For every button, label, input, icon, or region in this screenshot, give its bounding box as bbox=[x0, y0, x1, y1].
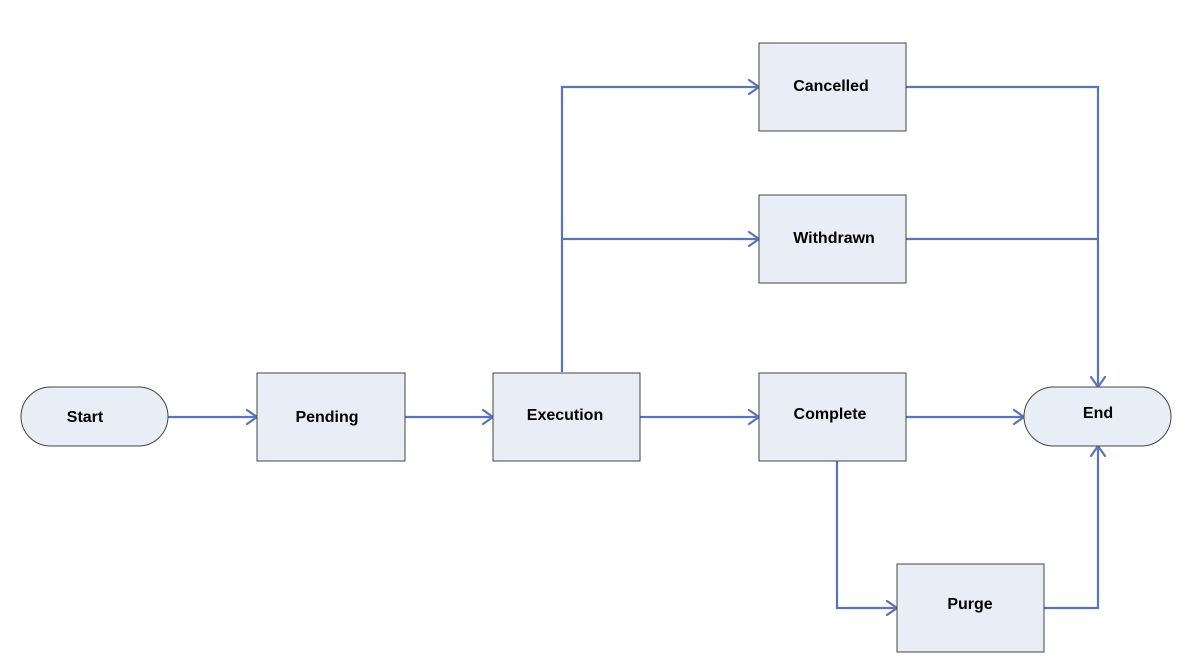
node-complete-shape bbox=[758, 372, 907, 462]
node-pending[interactable]: Pending bbox=[256, 372, 406, 462]
node-withdrawn[interactable]: Withdrawn bbox=[758, 194, 907, 284]
edge-complete-purge bbox=[835, 461, 896, 610]
node-execution[interactable]: Execution bbox=[492, 372, 641, 462]
node-complete-label: Complete bbox=[794, 406, 867, 423]
node-purge-label: Purge bbox=[947, 596, 992, 613]
node-execution-shape bbox=[492, 372, 641, 462]
node-pending-shape bbox=[256, 372, 406, 462]
node-start-label: Start bbox=[67, 409, 104, 426]
node-withdrawn-label: Withdrawn bbox=[793, 230, 875, 247]
edge-execution-cancelled bbox=[560, 85, 758, 372]
node-complete[interactable]: Complete bbox=[758, 372, 907, 462]
node-start[interactable]: Start bbox=[20, 386, 169, 447]
edge-cancelled-end bbox=[906, 85, 1100, 386]
node-pending-label: Pending bbox=[295, 409, 358, 426]
node-end[interactable]: End bbox=[1023, 386, 1172, 447]
node-end-label: End bbox=[1083, 405, 1113, 422]
node-purge-shape bbox=[896, 563, 1045, 653]
node-purge[interactable]: Purge bbox=[896, 563, 1045, 653]
node-cancelled-shape bbox=[758, 42, 907, 132]
node-start-shape bbox=[20, 386, 169, 447]
edges bbox=[168, 78, 1107, 617]
node-cancelled-label: Cancelled bbox=[793, 78, 869, 95]
node-cancelled[interactable]: Cancelled bbox=[758, 42, 907, 132]
node-withdrawn-shape bbox=[758, 194, 907, 284]
node-end-shape bbox=[1023, 386, 1172, 447]
node-execution-label: Execution bbox=[527, 407, 603, 424]
edge-purge-end bbox=[1044, 447, 1100, 610]
nodes: Start Pending Execution Cancelled Withdr… bbox=[20, 42, 1172, 653]
